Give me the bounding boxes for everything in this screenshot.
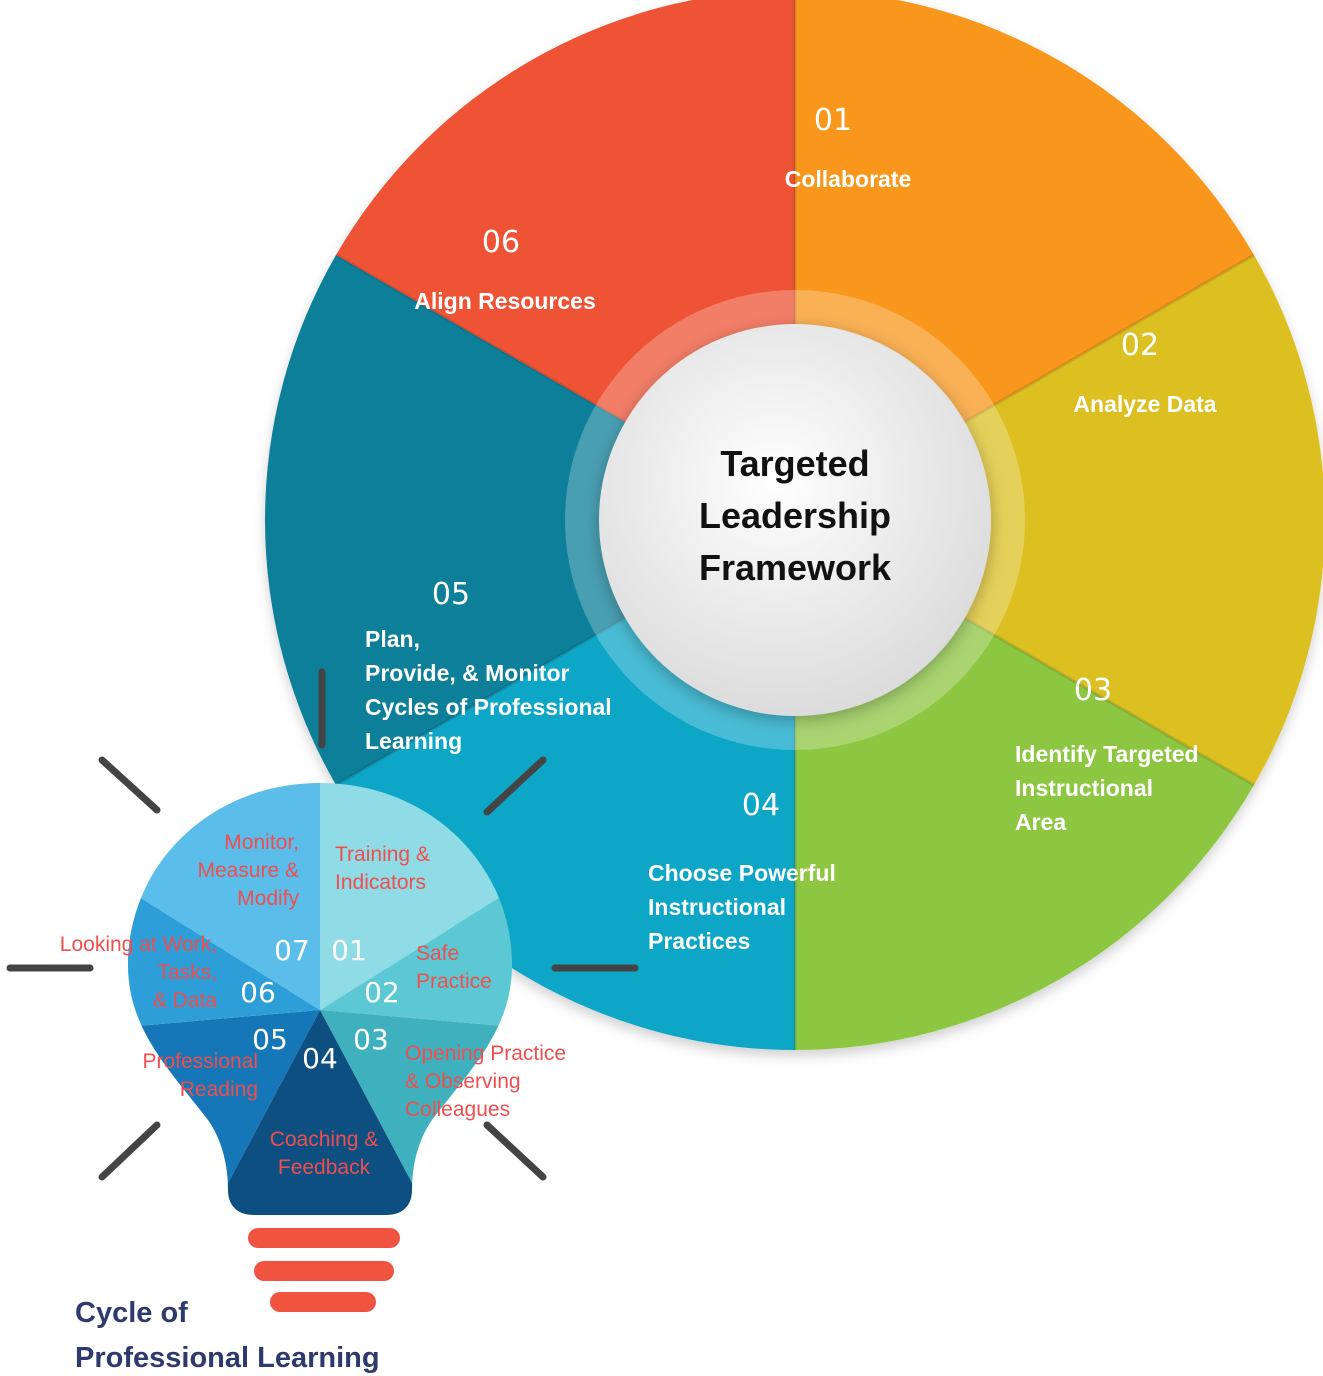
step-label-line: Instructional xyxy=(1015,775,1153,801)
cycle-step-number: 02 xyxy=(364,976,400,1009)
segment-seam xyxy=(958,253,1255,427)
bulb-slice-03 xyxy=(320,1010,512,1215)
step-label-line: Choose Powerful xyxy=(648,860,836,886)
cycle-step-label-line: Tasks, xyxy=(157,961,217,984)
cycle-step-number: 04 xyxy=(302,1042,338,1075)
segment-seam xyxy=(958,613,1255,787)
cycle-step-label-line: Reading xyxy=(180,1078,258,1101)
bulb-slice-06 xyxy=(128,798,320,1045)
cycle-step-label-line: Feedback xyxy=(278,1156,371,1179)
segment-seam xyxy=(335,253,632,427)
step-label-line: Provide, & Monitor xyxy=(365,660,570,686)
hub-title-line: Targeted xyxy=(720,443,869,484)
cycle-step-label-line: Safe xyxy=(416,942,459,965)
cycle-step-label-line: Modify xyxy=(237,887,299,910)
step-label-line: Analyze Data xyxy=(1073,391,1216,417)
hub-title-line: Leadership xyxy=(699,495,891,536)
cycle-step-number: 01 xyxy=(331,934,367,967)
framework-segment-02 xyxy=(795,255,1323,785)
cycle-step-label-line: & Data xyxy=(153,989,218,1012)
cycle-step-01-label: Training & Indicators xyxy=(335,843,430,894)
cycle-step-label-line: Monitor, xyxy=(224,831,299,854)
step-label-line: Align Resources xyxy=(414,288,596,314)
step-label-line: Learning xyxy=(365,728,462,754)
cycle-step-label-line: Coaching & xyxy=(270,1128,379,1151)
step-label-line: Practices xyxy=(648,928,750,954)
bulb-slice-02 xyxy=(320,798,512,1045)
step-label-line: Area xyxy=(1015,809,1066,835)
step-label-line: Plan, xyxy=(365,626,420,652)
framework-segment-05 xyxy=(265,255,795,785)
step-label-line: Collaborate xyxy=(785,166,912,192)
cycle-step-07-label: Monitor, Measure & Modify xyxy=(197,831,299,910)
cycle-caption-line: Cycle of xyxy=(75,1297,188,1329)
segment-seam xyxy=(335,613,632,787)
step-number: 04 xyxy=(742,788,780,823)
cycle-step-number: 07 xyxy=(274,934,310,967)
cycle-caption: Cycle of Professional Learning xyxy=(75,1297,380,1374)
cycle-step-06-label: Looking at Work, Tasks, & Data xyxy=(60,933,218,1012)
hub-circle xyxy=(599,324,991,716)
light-ray-icon xyxy=(98,1121,161,1181)
step-number: 01 xyxy=(814,103,852,138)
bulb-slice-05 xyxy=(128,1010,320,1215)
step-number: 03 xyxy=(1074,673,1112,708)
cycle-step-label-line: Colleagues xyxy=(405,1098,510,1121)
cycle-step-number: 03 xyxy=(353,1023,389,1056)
cycle-step-number: 06 xyxy=(240,976,276,1009)
step-number: 06 xyxy=(482,225,520,260)
step-number: 02 xyxy=(1121,328,1159,363)
step-label-line: Cycles of Professional xyxy=(365,694,612,720)
bulb-base xyxy=(248,1228,400,1312)
cycle-caption-line: Professional Learning xyxy=(75,1342,380,1374)
cycle-step-04-label: Coaching & Feedback xyxy=(270,1128,379,1179)
cycle-step-number: 05 xyxy=(252,1023,288,1056)
hub-title-line: Framework xyxy=(699,547,892,588)
light-ray-icon xyxy=(98,756,161,814)
light-ray-icon xyxy=(483,1121,547,1181)
bulb-base-bar xyxy=(270,1292,376,1312)
bulb-base-bar xyxy=(254,1261,394,1281)
cycle-step-label-line: Opening Practice xyxy=(405,1042,566,1065)
step-label-line: Instructional xyxy=(648,894,786,920)
bulb-rays xyxy=(6,668,639,1181)
bulb-slice-04 xyxy=(132,1010,508,1215)
cycle-step-label-line: Measure & xyxy=(197,859,299,882)
cycle-step-label-line: & Observing xyxy=(405,1070,521,1093)
cycle-step-label-line: Indicators xyxy=(335,871,426,894)
step-number: 05 xyxy=(432,577,470,612)
cycle-step-label-line: Training & xyxy=(335,843,430,866)
step-label-line: Identify Targeted xyxy=(1015,741,1199,767)
cycle-step-label-line: Professional xyxy=(142,1050,258,1073)
light-ray-icon xyxy=(483,756,547,816)
bulb-base-bar xyxy=(248,1228,400,1248)
cycle-step-label-line: Practice xyxy=(416,970,492,993)
cycle-step-label-line: Looking at Work, xyxy=(60,933,217,956)
